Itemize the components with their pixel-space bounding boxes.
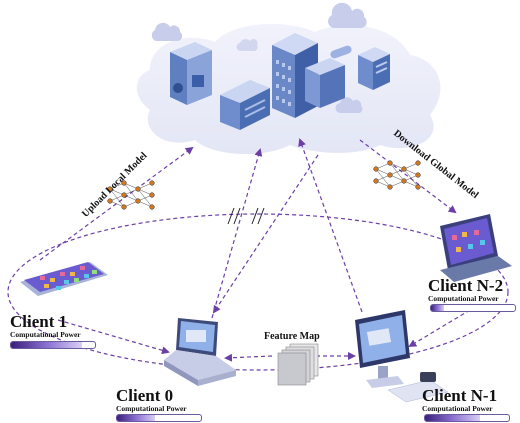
client-n2-name: Client N-2	[428, 276, 504, 295]
desktop-computer-icon	[355, 310, 449, 403]
small-cloud-icon	[335, 97, 363, 114]
client-ring	[7, 213, 509, 371]
client-0-name: Client 0	[116, 386, 174, 405]
arrow-feature-client0	[224, 353, 273, 362]
feature-map-label: Feature Map	[264, 331, 320, 342]
client-n1-power-fill	[425, 415, 480, 421]
smartphone-icon	[20, 262, 108, 296]
cloud-server-cluster	[136, 2, 441, 155]
tablet-icon	[440, 214, 512, 282]
client-0-power-bar	[116, 414, 202, 422]
arrow-client0-cloud	[211, 148, 263, 319]
client-n1-power-label: Computational Power	[422, 404, 493, 413]
server-cube-icon	[170, 42, 212, 105]
client-1-power-label: Computational Power	[10, 330, 81, 339]
neural-network-download-icon	[373, 160, 421, 190]
client-1-power-bar	[10, 341, 96, 349]
client-0-power-label: Computational Power	[116, 404, 187, 413]
arrow-cloud-clientn2	[359, 139, 457, 214]
arrow-client1-cloud	[39, 146, 194, 261]
client-0-power-fill	[117, 415, 155, 421]
connector-icon	[330, 45, 352, 59]
server-tower-icon	[358, 47, 390, 90]
small-cloud-icon	[151, 22, 183, 41]
client-1-name: Client 1	[10, 312, 68, 331]
client-n2-power-bar	[430, 304, 516, 312]
client-1-power-fill	[11, 342, 83, 348]
feature-map-stack-icon	[277, 343, 319, 386]
server-rack-icon	[220, 80, 270, 130]
small-cloud-icon	[236, 38, 258, 52]
client-n2-power-fill	[431, 305, 444, 311]
arrow-clientn1-cloud	[298, 138, 363, 313]
arrow-cloud-client0	[212, 154, 319, 314]
laptop-icon	[164, 318, 236, 386]
client-n1-power-bar	[424, 414, 510, 422]
client-n1-name: Client N-1	[422, 386, 498, 405]
small-cloud-icon	[328, 2, 367, 28]
data-center-icon	[272, 33, 345, 118]
arrow-client1-client0	[57, 319, 170, 355]
arrow-clientn2-clientn1	[408, 309, 471, 348]
neural-network-upload-icon	[107, 180, 155, 210]
client-n2-power-label: Computational Power	[428, 294, 499, 303]
